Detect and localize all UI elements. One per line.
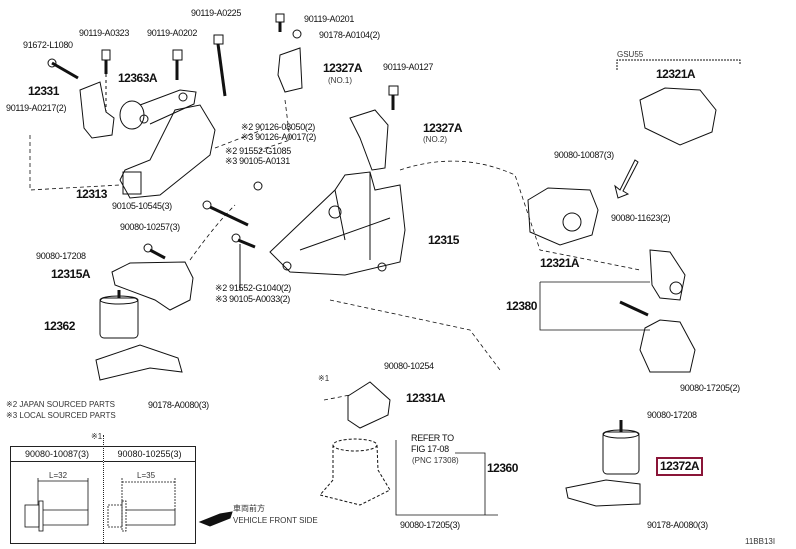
table-col-1-part[interactable]: 90080-10087(3) [11,447,103,462]
rod-12363A-shape [119,89,197,130]
bolt-90119-a0323-icon [101,49,111,112]
bracket-12321A-mid-shape [527,187,599,246]
refer-bracket-line [395,440,498,516]
label-90119-a0201[interactable]: 90119-A0201 [304,14,355,24]
label-90080-17208-left[interactable]: 90080-17208 [36,251,86,261]
label-90119-a0202[interactable]: 90119-A0202 [147,28,198,38]
bolt-length-table: 90080-10087(3) 90080-10255(3) L=32 L=35 [10,435,196,544]
bolt-90119-a0201-icon [275,13,285,32]
label-gsu55: GSU55 [617,50,644,59]
label-12360[interactable]: 12360 [487,461,518,475]
label-90080-10257[interactable]: 90080-10257(3) [120,222,180,232]
bracket-12380-callout [539,281,650,331]
table-mark: ※1 [91,432,103,441]
label-12327A-no2-sub: (NO.2) [423,135,447,144]
table-col-1-length: L=32 [49,471,68,480]
label-90119-a0217[interactable]: 90119-A0217(2) [6,103,67,113]
vehicle-front-jp: 車両前方 [233,504,265,513]
refer-line3: (PNC 17308) [412,456,459,465]
bolt-90119-a0127-icon [388,85,399,110]
bracket-12321A-top-shape [639,87,717,146]
gsu55-bracket-line [616,59,741,70]
figure-id: 11BB13I [745,537,776,546]
refer-line1: REFER TO [411,433,454,443]
bolt-90105-10545-icon [202,200,249,227]
label-90119-a0323[interactable]: 90119-A0323 [79,28,130,38]
label-90126-08050[interactable]: ※2 90126-08050(2) [241,122,315,132]
refer-line2[interactable]: FIG 17-08 [411,444,449,454]
vehicle-front-arrow-icon [198,511,233,527]
label-90080-17205-right[interactable]: 90080-17205(2) [680,383,740,393]
label-12362[interactable]: 12362 [44,319,75,333]
label-90080-11623[interactable]: 90080-11623(2) [611,213,671,223]
label-12372A-highlighted[interactable]: 12372A [656,457,704,476]
mount-12372A-shape [565,420,641,507]
label-90080-10254[interactable]: 90080-10254 [384,361,434,371]
label-12327A-no1[interactable]: 12327A [323,61,363,75]
label-12327A-no2[interactable]: 12327A [423,121,463,135]
direction-arrow-icon [614,159,639,199]
bracket-12313-shape [119,104,216,199]
table-bolt-drawings [24,478,176,532]
label-12327A-no1-sub: (NO.1) [328,76,352,85]
label-12315[interactable]: 12315 [428,233,459,247]
label-90080-17208-right[interactable]: 90080-17208 [647,410,697,420]
label-12321A-mid[interactable]: 12321A [540,256,580,270]
label-90105-a0033[interactable]: ※3 90105-A0033(2) [215,294,290,304]
table-divider [103,435,104,543]
label-91552-g1040[interactable]: ※2 91552-G1040(2) [215,283,291,293]
label-91552-g1085[interactable]: ※2 91552-G1085 [225,146,291,156]
bolt-91552-g1040-icon [231,233,256,290]
label-90178-a0104[interactable]: 90178-A0104(2) [319,30,380,40]
note-japan-sourced: ※2 JAPAN SOURCED PARTS [6,400,115,409]
mount-12362-shape [95,290,183,381]
bracket-12327A-no2-shape [349,109,389,171]
bolt-90080-10257-icon [143,243,166,260]
bracket-12315A-shape [111,261,194,311]
note-local-sourced: ※3 LOCAL SOURCED PARTS [6,411,116,420]
label-90119-a0127[interactable]: 90119-A0127 [383,62,434,72]
label-90105-a0131[interactable]: ※3 90105-A0131 [225,156,290,166]
label-12321A-top[interactable]: 12321A [656,67,696,81]
label-12331[interactable]: 12331 [28,84,59,98]
label-90080-10087[interactable]: 90080-10087(3) [554,150,614,160]
label-12380[interactable]: 12380 [506,299,537,313]
label-91672-l1080[interactable]: 91672-L1080 [23,40,73,50]
label-90119-a0225[interactable]: 90119-A0225 [191,8,242,18]
connection-lines [29,99,641,401]
nut-90178-a0104-icon [292,29,302,39]
table-col-2-length: L=35 [137,471,156,480]
bolt-91672-icon [47,58,79,80]
mount-12360-shape [319,438,391,506]
label-90126-a0017[interactable]: ※3 90126-A0017(2) [241,132,316,142]
label-12363A[interactable]: 12363A [118,71,158,85]
bracket-12331-shape [79,81,115,139]
label-90080-17205-bottom[interactable]: 90080-17205(3) [400,520,460,530]
vehicle-front-en: VEHICLE FRONT SIDE [233,516,318,525]
table-col-2-part[interactable]: 90080-10255(3) [104,447,195,462]
label-90105-10545[interactable]: 90105-10545(3) [112,201,172,211]
mount-12380-shape [619,249,696,373]
label-90178-a0080-left[interactable]: 90178-A0080(3) [148,400,209,410]
label-12315A[interactable]: 12315A [51,267,91,281]
bolt-90119-a0202-icon [172,49,183,80]
bracket-12327A-no1-shape [277,47,303,93]
mark-1: ※1 [318,374,330,383]
bolt-91552-g1085-icon [253,181,263,191]
label-12313[interactable]: 12313 [76,187,107,201]
label-12331A[interactable]: 12331A [406,391,446,405]
bracket-12331A-shape [347,381,391,429]
bracket-12315-shape [269,171,406,276]
bolt-90119-a0225-icon [213,34,227,97]
label-90178-a0080-right[interactable]: 90178-A0080(3) [647,520,708,530]
